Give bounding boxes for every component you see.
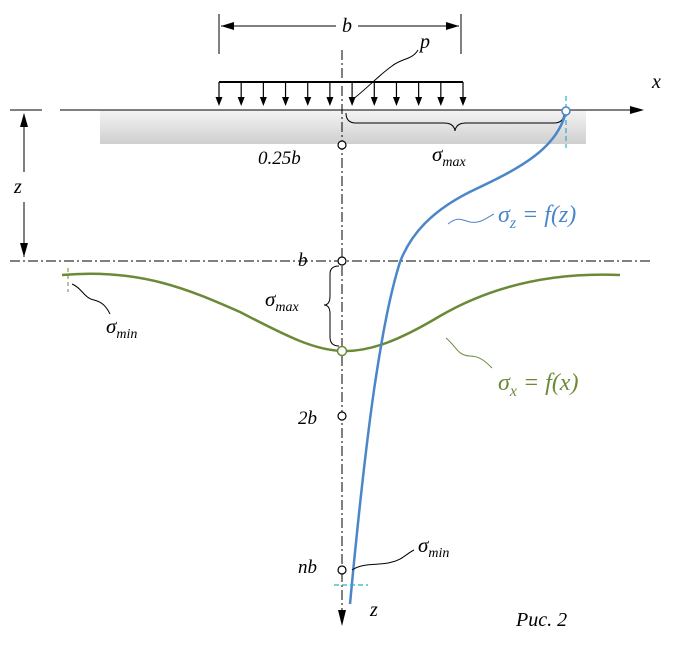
z-axis-arrowhead xyxy=(338,610,346,626)
p-label: p xyxy=(418,31,430,53)
depth-025b-label: 0.25b xyxy=(258,148,301,169)
sigma-x-equation: σx = f(x) xyxy=(498,370,578,400)
sigma-max-label-side: σmax xyxy=(265,287,299,315)
depth-b-label: b xyxy=(298,250,308,271)
sigma-z-leader xyxy=(447,213,495,225)
z-label-bg xyxy=(12,172,36,202)
load-arrow-head xyxy=(459,97,467,106)
sigma-z-equation: σz = f(z) xyxy=(498,202,576,232)
sigma-min-label-bottom: σmin xyxy=(418,533,449,561)
marker-b xyxy=(337,256,347,266)
load-arrow-head xyxy=(348,97,356,106)
ground-shading xyxy=(100,110,586,144)
sigma-z-min-leader xyxy=(351,549,415,571)
load-arrow-head xyxy=(370,97,378,106)
x-axis-arrowhead xyxy=(630,106,644,114)
load-arrow-head xyxy=(437,97,445,106)
sigma-x-leader xyxy=(445,337,493,369)
b-width-label: b xyxy=(342,15,352,37)
z-axis-label: z xyxy=(369,599,378,621)
sigma-max-brace-side xyxy=(323,265,340,347)
marker-sigma-x-max xyxy=(336,345,348,357)
load-arrow-head xyxy=(304,97,312,106)
load-arrow-head xyxy=(392,97,400,106)
sigma-x-curve xyxy=(61,272,621,353)
sigma-max-label-top: σmax xyxy=(432,142,466,170)
z-dim-arrow-bottom xyxy=(20,243,28,257)
depth-2b-label: 2b xyxy=(298,408,317,429)
marker-sigma-z-max xyxy=(561,106,571,116)
marker-nb xyxy=(337,565,347,575)
load-arrow-head xyxy=(282,97,290,106)
sigma-x-min-leader xyxy=(71,283,111,315)
load-arrow-head xyxy=(237,97,245,106)
b-arrow-left xyxy=(221,22,234,30)
sigma-z-curve xyxy=(348,110,568,605)
marker-2b xyxy=(337,411,347,421)
p-leader xyxy=(351,49,419,101)
depth-nb-label: nb xyxy=(298,557,317,578)
load-arrow-head xyxy=(215,97,223,106)
load-arrow-head xyxy=(415,97,423,106)
z-dim-arrow-top xyxy=(20,113,28,127)
load-arrow-head xyxy=(326,97,334,106)
load-arrows xyxy=(215,82,467,106)
marker-025b xyxy=(337,140,347,150)
figure-caption: Рис. 2 xyxy=(515,609,567,631)
z-depth-label: z xyxy=(13,176,22,198)
load-arrow-head xyxy=(259,97,267,106)
sigma-min-label-left: σmin xyxy=(106,314,137,342)
b-label-bg xyxy=(336,12,358,38)
x-axis-label: x xyxy=(651,71,661,93)
sigma-max-brace-top xyxy=(345,112,565,132)
b-arrow-right xyxy=(446,22,459,30)
